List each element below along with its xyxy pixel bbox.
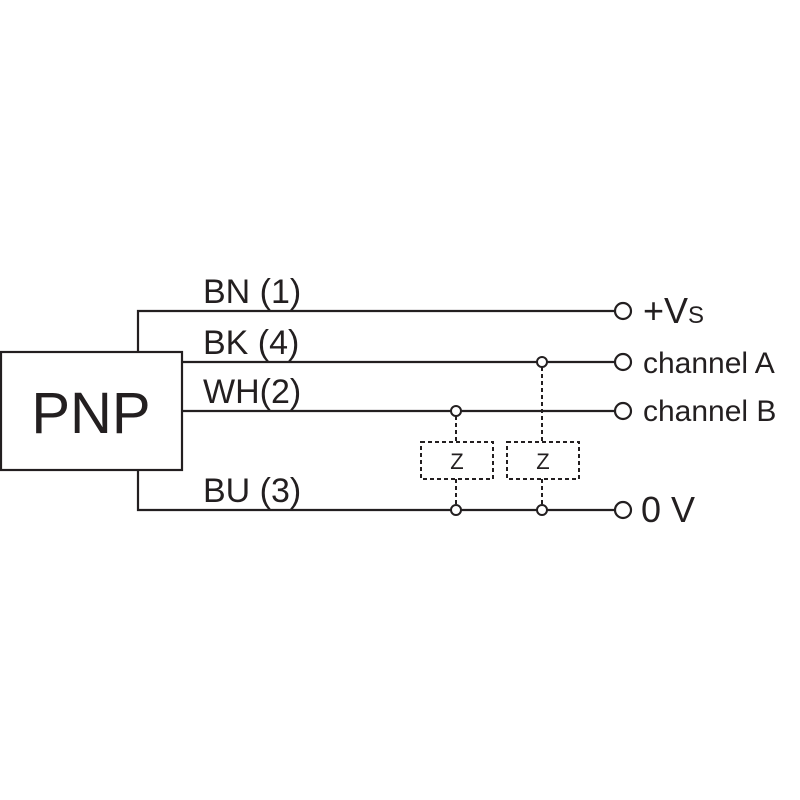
junction-node [536,504,548,516]
terminal-vs [613,301,633,321]
terminal-label-channel-a: channel A [643,347,775,380]
wire-bu: BU (3) 0 V [136,470,695,530]
sensor-box: PNP [0,350,184,472]
wire-wh: WH(2) channel B [182,373,776,428]
wire-label-bk: BK (4) [203,324,299,362]
terminal-0v [613,500,633,520]
load-channel-a: Z [506,356,580,516]
terminal-label-0v: 0 V [641,489,695,530]
wire-bk: BK (4) channel A [182,324,775,380]
junction-node [536,356,548,368]
wire-label-bu: BU (3) [203,472,301,510]
wire-bn: BN (1) +VS [136,273,704,352]
junction-node [450,405,462,417]
load-label-b: Z [450,449,463,474]
terminal-label-channel-b: channel B [643,395,776,428]
wire-label-wh: WH(2) [203,373,301,411]
load-label-a: Z [536,449,549,474]
junction-node [450,504,462,516]
terminal-channel-a [613,352,633,372]
sensor-label: PNP [31,381,150,446]
load-channel-b: Z [420,405,494,516]
terminal-label-vs: +VS [643,290,704,331]
terminal-channel-b [613,401,633,421]
wire-label-bn: BN (1) [203,273,301,311]
